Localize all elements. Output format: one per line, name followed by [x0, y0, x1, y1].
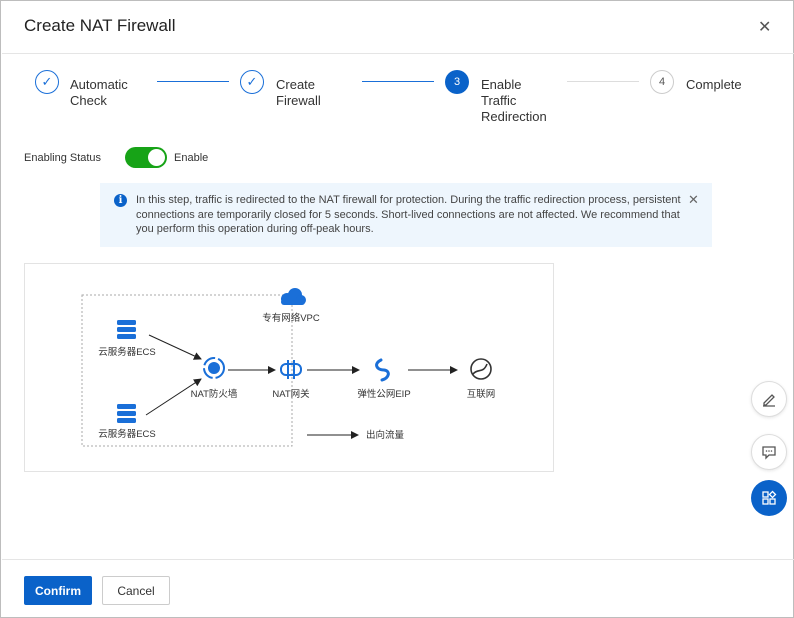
flow-arrow [148, 334, 202, 360]
legend-label: 出向流量 [366, 429, 405, 441]
eip-icon [375, 358, 390, 382]
step-4-number: 4 [650, 70, 674, 94]
cancel-button[interactable]: Cancel [102, 576, 170, 605]
internet-globe-icon [470, 358, 492, 380]
info-icon: i [114, 194, 127, 207]
info-alert: i In this step, traffic is redirected to… [100, 183, 712, 247]
dialog-title: Create NAT Firewall [24, 16, 176, 35]
alert-close-icon[interactable]: ✕ [688, 192, 699, 207]
enabling-status-label: Enabling Status [24, 152, 102, 164]
ecs-label-1: 云服务器ECS [98, 346, 156, 358]
enabling-status-value: Enable [174, 152, 209, 164]
step-connector [362, 81, 434, 82]
apps-grid-icon [762, 490, 777, 505]
step-4-label: Complete [686, 77, 742, 92]
confirm-button[interactable]: Confirm [24, 576, 92, 605]
internet-label: 互联网 [467, 389, 496, 400]
vpc-label: 专有网络VPC [262, 312, 320, 324]
vpc-boundary [81, 294, 293, 447]
cloud-icon [281, 288, 306, 305]
step-connector [157, 81, 229, 82]
divider [2, 559, 794, 560]
nat-firewall-icon [203, 357, 225, 379]
alert-text: In this step, traffic is redirected to t… [136, 194, 681, 235]
eip-label: 弹性公网EIP [357, 388, 410, 400]
nat-firewall-label: NAT防火墙 [191, 388, 238, 400]
edit-button[interactable] [751, 381, 787, 417]
toggle-knob [148, 149, 165, 166]
close-icon[interactable]: ✕ [758, 19, 772, 36]
architecture-diagram: 专有网络VPC 云服务器ECS 云服务器ECS NAT防火墙 NAT网关 [24, 263, 554, 472]
step-connector [567, 81, 639, 82]
chat-icon [762, 446, 776, 460]
apps-button[interactable] [751, 480, 787, 516]
nat-gateway-icon [280, 360, 302, 379]
server-icon [117, 320, 136, 339]
feedback-button[interactable] [751, 434, 787, 470]
nat-gateway-label: NAT网关 [272, 388, 310, 400]
step-1-check-icon: ✓ [35, 70, 59, 94]
flow-arrow [145, 378, 202, 416]
enabling-status-toggle[interactable] [125, 147, 167, 168]
server-icon [117, 404, 136, 423]
step-2-check-icon: ✓ [240, 70, 264, 94]
step-3-number: 3 [445, 70, 469, 94]
divider [2, 53, 794, 54]
pencil-icon [763, 394, 775, 407]
ecs-label-2: 云服务器ECS [98, 428, 156, 440]
